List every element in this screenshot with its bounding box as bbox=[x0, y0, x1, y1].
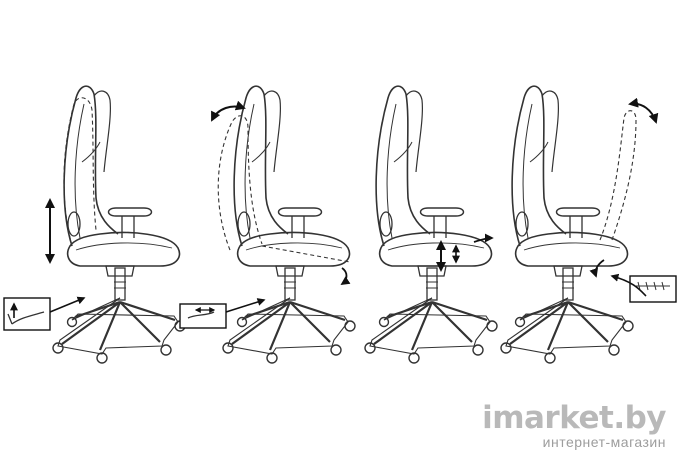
rotate-arrow-icon bbox=[211, 100, 246, 122]
lever-horizontal-icon bbox=[179, 298, 266, 329]
panel-height-adjust bbox=[3, 85, 187, 365]
panel-armrest-adjust bbox=[363, 85, 499, 365]
panel-recline-lock bbox=[179, 85, 357, 365]
lever-up-icon bbox=[3, 296, 86, 331]
panel-backrest-recline bbox=[499, 85, 677, 365]
watermark-brand: imarket.by bbox=[482, 400, 666, 436]
side-lever-icon bbox=[589, 259, 677, 303]
watermark-tagline: интернет-магазин bbox=[542, 434, 666, 450]
watermark: imarket.by интернет-магазин bbox=[482, 402, 666, 450]
armrest-arrows-icon bbox=[436, 233, 494, 272]
rotate-arrow-icon bbox=[628, 97, 659, 124]
